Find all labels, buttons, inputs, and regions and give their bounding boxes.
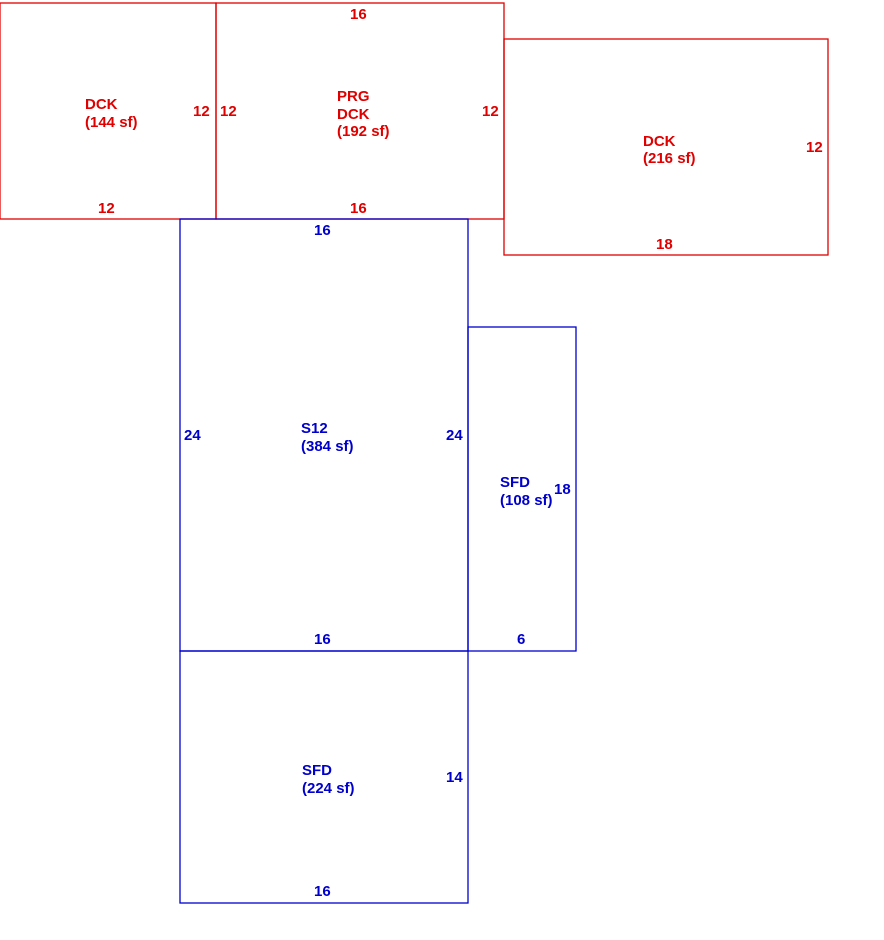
area-label: SFD (108 sf) [500,474,553,509]
area-label: SFD (224 sf) [302,762,355,797]
area-label: S12 (384 sf) [301,420,354,455]
dim-right: 12 [806,139,823,156]
dim-left: 24 [184,427,201,444]
area-s12-384: S12 (384 sf) 16 24 24 16 [179,218,469,652]
dim-right: 14 [446,769,463,786]
area-label: DCK (144 sf) [85,96,138,131]
dim-right: 18 [554,481,571,498]
dim-bottom: 18 [656,236,673,253]
dim-bottom: 12 [98,200,115,217]
dim-bottom: 16 [314,883,331,900]
area-outline [503,38,829,256]
dim-right: 24 [446,427,463,444]
area-outline [179,650,469,904]
dim-top: 16 [350,6,367,23]
dim-left: 12 [220,103,237,120]
dim-bottom: 16 [314,631,331,648]
dim-bottom: 16 [350,200,367,217]
dim-bottom: 6 [517,631,525,648]
dim-right: 12 [193,103,210,120]
area-sfd-108: SFD (108 sf) 18 6 [467,326,577,652]
area-sfd-224: SFD (224 sf) 14 16 [179,650,469,904]
area-outline [467,326,577,652]
area-label: DCK (216 sf) [643,133,696,167]
area-dck-216: DCK (216 sf) 12 18 [503,38,829,256]
area-dck-144: DCK (144 sf) 12 12 [0,2,217,220]
area-label: PRG DCK (192 sf) [337,88,390,140]
dim-right: 12 [482,103,499,120]
dim-top: 16 [314,222,331,239]
area-prg-dck-192: PRG DCK (192 sf) 16 12 12 16 [215,2,505,220]
